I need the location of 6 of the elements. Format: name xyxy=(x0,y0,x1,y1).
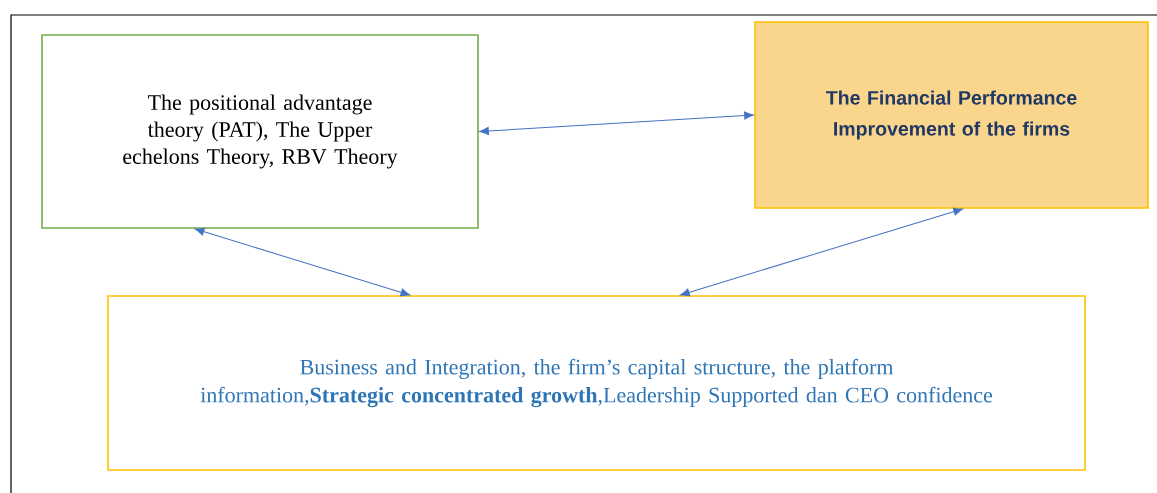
theory-box: The positional advantage theory (PAT), The Upper echelons Theory, RBV Theory xyxy=(41,34,479,229)
result-box: The Financial Performance Improvement of the firms xyxy=(754,21,1149,209)
factor-box: Business and Integration, the firm’s capital structure, the platform information,Strategic concentrated growth,Leadership Supported dan CEO confidence xyxy=(107,295,1086,471)
arrow xyxy=(194,227,411,297)
arrow xyxy=(680,207,963,297)
arrow xyxy=(479,111,754,135)
